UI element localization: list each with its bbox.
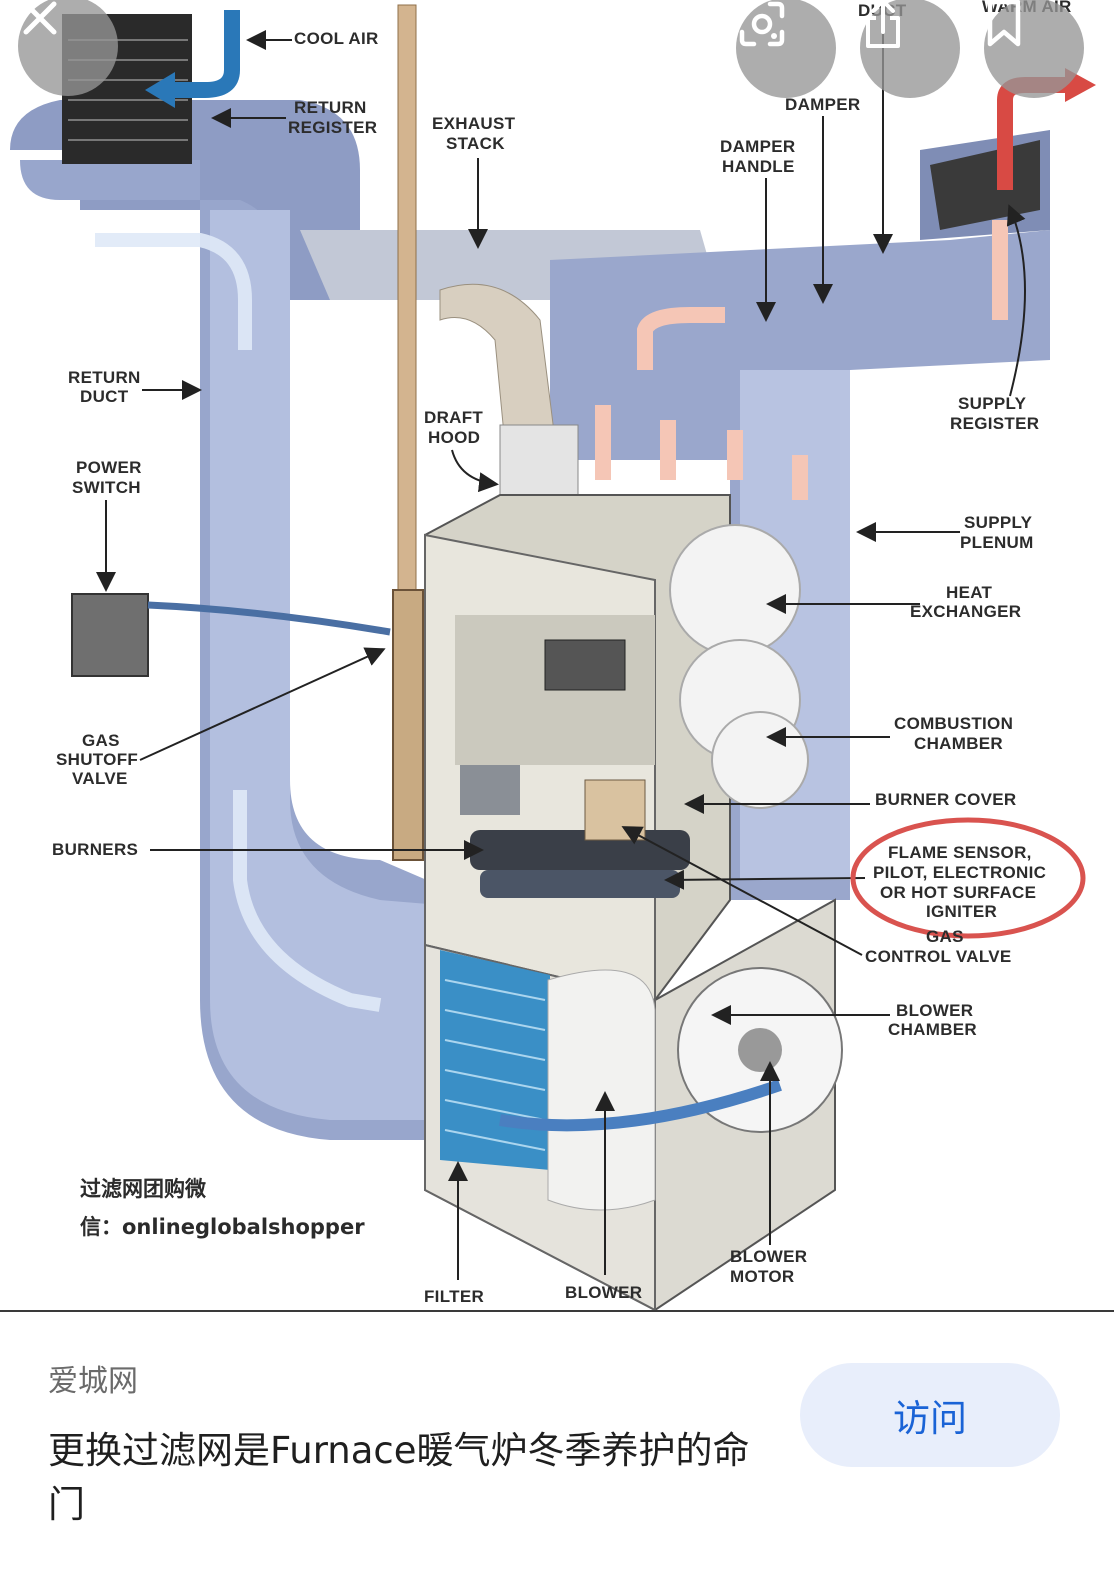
divider (0, 1310, 1114, 1312)
highlight-ellipse (850, 817, 1086, 939)
label-supply-register: SUPPLY (958, 394, 1027, 413)
return-duct-front (210, 210, 440, 1120)
label-supply-plenum-2: PLENUM (960, 533, 1034, 552)
label-blower-chamber: BLOWER (896, 1001, 973, 1020)
label-blower: BLOWER (565, 1283, 642, 1302)
label-burner-cover: BURNER COVER (875, 790, 1017, 809)
label-power-switch-2: SWITCH (72, 478, 141, 497)
label-gas-control-valve-2: CONTROL VALVE (865, 947, 1012, 966)
label-exhaust-stack-2: STACK (446, 134, 505, 153)
label-exhaust-stack: EXHAUST (432, 114, 516, 133)
label-flame-sensor-4: IGNITER (926, 902, 997, 921)
source-site-name[interactable]: 爱城网 (48, 1364, 138, 1399)
label-return-register: RETURN (294, 98, 367, 117)
label-flame-sensor-3: OR HOT SURFACE (880, 883, 1036, 902)
cool-air-arrow (170, 10, 240, 98)
power-switch (71, 593, 149, 677)
label-blower-motor-2: MOTOR (730, 1267, 794, 1286)
label-burners: BURNERS (52, 840, 138, 859)
image-viewer[interactable]: COOL AIR RETURN REGISTER EXHAUST STACK D… (0, 0, 1114, 1310)
label-combustion-chamber: COMBUSTION (894, 714, 1013, 733)
share-icon (866, 0, 900, 48)
gas-shutoff-valve (392, 589, 424, 861)
furnace-diagram: COOL AIR RETURN REGISTER EXHAUST STACK D… (10, 0, 1096, 1310)
label-heat-exchanger: HEAT (946, 583, 993, 602)
label-power-switch: POWER (76, 458, 142, 477)
watermark-line-2: 信：onlineglobalshopper (80, 1215, 365, 1239)
share-button[interactable] (860, 0, 960, 98)
label-supply-register-2: REGISTER (950, 414, 1039, 433)
label-return-duct-2: DUCT (80, 387, 129, 406)
label-cool-air: COOL AIR (294, 29, 379, 48)
label-supply-plenum: SUPPLY (964, 513, 1033, 532)
label-filter: FILTER (424, 1287, 484, 1306)
bookmark-icon (987, 0, 1021, 47)
label-damper: DAMPER (785, 95, 860, 114)
close-button[interactable] (18, 0, 118, 96)
label-gas-shutoff-3: VALVE (72, 769, 128, 788)
label-combustion-chamber-2: CHAMBER (914, 734, 1003, 753)
label-draft-hood-2: HOOD (428, 428, 480, 447)
save-button[interactable] (984, 0, 1084, 98)
label-damper-handle: DAMPER (720, 137, 795, 156)
label-damper-handle-2: HANDLE (722, 157, 795, 176)
result-title[interactable]: 更换过滤网是Furnace暖气炉冬季养护的命门 (48, 1429, 750, 1526)
label-gas-shutoff-2: SHUTOFF (56, 750, 138, 769)
label-gas-shutoff: GAS (82, 731, 120, 750)
lens-button[interactable] (736, 0, 836, 98)
label-flame-sensor-2: PILOT, ELECTRONIC (873, 863, 1046, 882)
label-blower-motor: BLOWER (730, 1247, 807, 1266)
close-icon (23, 1, 57, 35)
visit-button[interactable]: 访问 (800, 1363, 1060, 1467)
label-return-duct: RETURN (68, 368, 141, 387)
lens-icon (739, 1, 785, 47)
blower-drum (547, 969, 656, 1211)
label-blower-chamber-2: CHAMBER (888, 1020, 977, 1039)
label-return-register-2: REGISTER (288, 118, 377, 137)
label-gas-control-valve: GAS (926, 927, 964, 946)
watermark-line-1: 过滤网团购微 (80, 1177, 207, 1201)
label-flame-sensor: FLAME SENSOR, (888, 843, 1032, 862)
label-draft-hood: DRAFT (424, 408, 483, 427)
draft-hood (499, 424, 579, 496)
heat-exchanger (669, 524, 809, 809)
label-heat-exchanger-2: EXCHANGER (910, 602, 1021, 621)
